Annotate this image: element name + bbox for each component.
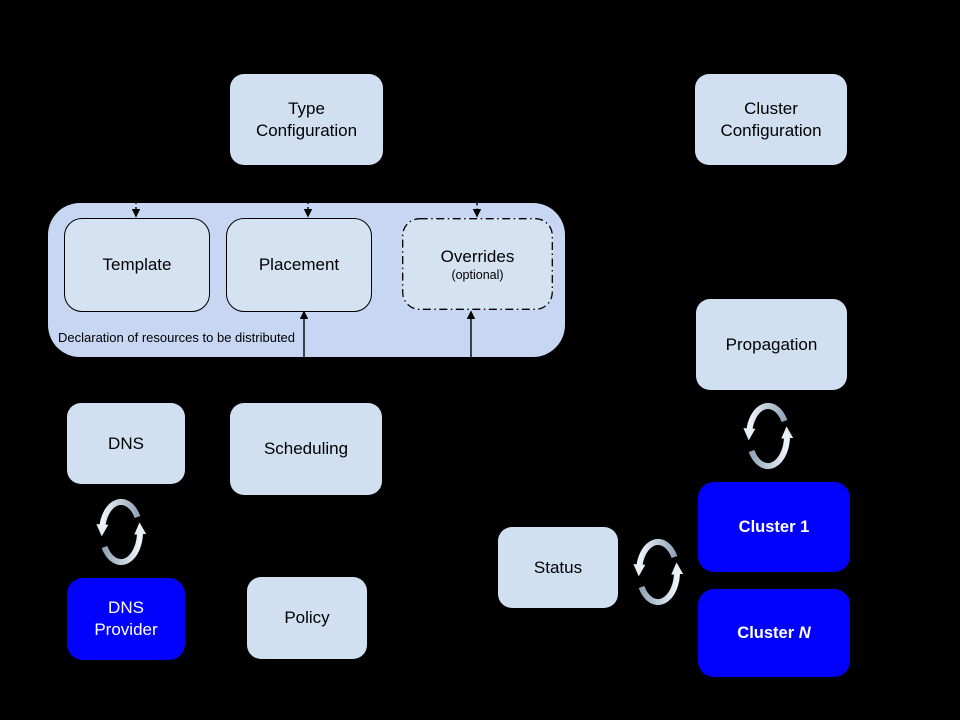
- node-template-label: Template: [102, 255, 172, 274]
- node-dns-provider: DNS Provider: [67, 578, 185, 660]
- node-template: Template: [64, 218, 210, 312]
- node-propagation: Propagation: [696, 299, 847, 390]
- node-policy-label: Policy: [284, 608, 330, 627]
- node-scheduling-label: Scheduling: [263, 439, 349, 458]
- node-cluster-configuration: Cluster Configuration: [695, 74, 847, 165]
- node-dns: DNS: [67, 403, 185, 484]
- node-policy: Policy: [247, 577, 367, 659]
- node-dns-label: DNS: [108, 433, 144, 453]
- node-dns-provider-label: DNS Provider: [94, 598, 158, 639]
- node-status: Status: [498, 527, 618, 608]
- dash-dot-border: [402, 218, 553, 310]
- node-cluster-configuration-label: Cluster Configuration: [720, 98, 822, 140]
- node-overrides-sublabel: (optional): [451, 267, 504, 282]
- node-overrides-label: Overrides: [440, 246, 515, 266]
- group-caption: Declaration of resources to be distribut…: [58, 330, 296, 345]
- sync-icon-status: [633, 538, 684, 606]
- node-placement-label: Placement: [258, 255, 340, 274]
- node-placement: Placement: [226, 218, 372, 312]
- node-type-configuration-label: Type Configuration: [255, 98, 358, 140]
- node-status-label: Status: [533, 557, 583, 577]
- node-overrides: Overrides (optional): [402, 218, 553, 310]
- node-scheduling: Scheduling: [230, 403, 382, 495]
- node-propagation-label: Propagation: [725, 334, 818, 354]
- sync-icon-propagation: [743, 402, 794, 470]
- node-type-configuration: Type Configuration: [230, 74, 383, 165]
- sync-icon-dns: [96, 498, 147, 566]
